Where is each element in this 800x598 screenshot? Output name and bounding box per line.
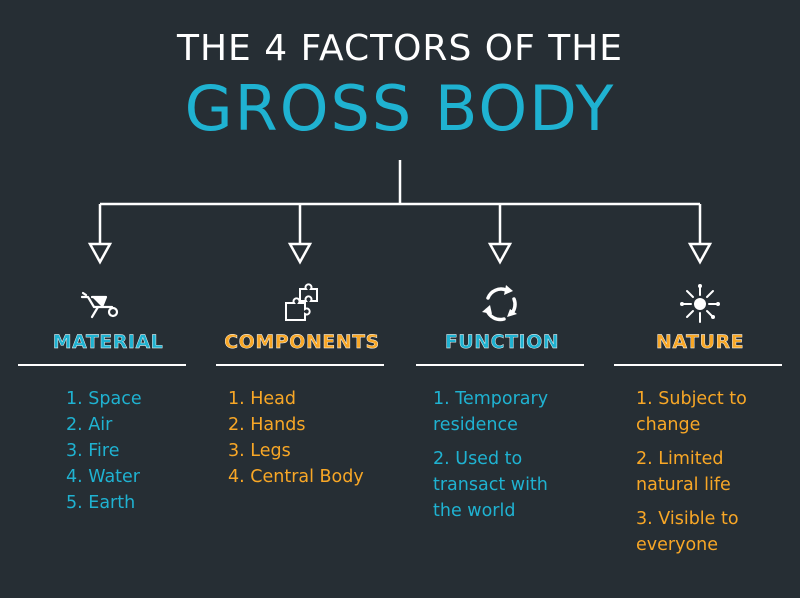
heading-material: MATERIAL	[52, 331, 164, 353]
heading-nature: NATURE	[655, 331, 745, 353]
branch-arrow-2	[287, 204, 313, 265]
list-item: 5. Earth	[66, 493, 136, 513]
list-item: 2. Used to transact with the world	[433, 446, 548, 524]
list-item-line: 2. Limited	[636, 449, 724, 469]
branch-arrow-3	[487, 204, 513, 265]
puzzle-pieces-icon	[285, 283, 318, 321]
list-item: 2. Limited natural life	[636, 446, 747, 498]
list-item-line: 1. Temporary	[433, 389, 549, 409]
list-item: 2. Hands	[228, 415, 306, 435]
branch-arrow-1	[87, 204, 113, 265]
list-item-line: natural life	[636, 475, 731, 495]
list-item-line: 3. Visible to	[636, 509, 739, 529]
list-components: 1. Head 2. Hands 3. Legs 4. Central Body	[228, 386, 364, 490]
list-item: 1. Temporary residence	[433, 386, 548, 438]
branch-arrow-4	[687, 204, 713, 265]
list-item: 3. Fire	[66, 441, 120, 461]
list-item: 1. Space	[66, 389, 142, 409]
list-item: 4. Water	[66, 467, 140, 487]
list-item-line: 2. Used to	[433, 449, 523, 469]
cycle-arrows-icon	[482, 285, 517, 322]
sun-spark-icon	[680, 284, 720, 323]
list-item: 1. Head	[228, 389, 297, 409]
list-item: 1. Subject to change	[636, 386, 747, 438]
title-line-2: GROSS BODY	[184, 72, 616, 145]
rule-material	[18, 364, 186, 366]
wheelbarrow-icon	[80, 291, 119, 319]
list-item-line: 1. Subject to	[636, 389, 747, 409]
list-item: 3. Visible to everyone	[636, 506, 747, 558]
list-item: 4. Central Body	[228, 467, 364, 487]
list-item-line: the world	[433, 501, 516, 521]
list-item-line: everyone	[636, 535, 719, 555]
list-nature: 1. Subject to change 2. Limited natural …	[636, 386, 747, 566]
rule-components	[216, 364, 384, 366]
list-item-line: residence	[433, 415, 518, 435]
heading-function: FUNCTION	[444, 331, 560, 353]
list-item: 2. Air	[66, 415, 113, 435]
list-material: 1. Space 2. Air 3. Fire 4. Water 5. Eart…	[66, 386, 142, 516]
list-function: 1. Temporary residence 2. Used to transa…	[433, 386, 548, 532]
heading-components: COMPONENTS	[224, 331, 380, 353]
list-item-line: change	[636, 415, 701, 435]
rule-nature	[614, 364, 782, 366]
title-line-1: THE 4 FACTORS OF THE	[176, 28, 624, 69]
rule-function	[416, 364, 584, 366]
list-item-line: transact with	[433, 475, 548, 495]
list-item: 3. Legs	[228, 441, 291, 461]
